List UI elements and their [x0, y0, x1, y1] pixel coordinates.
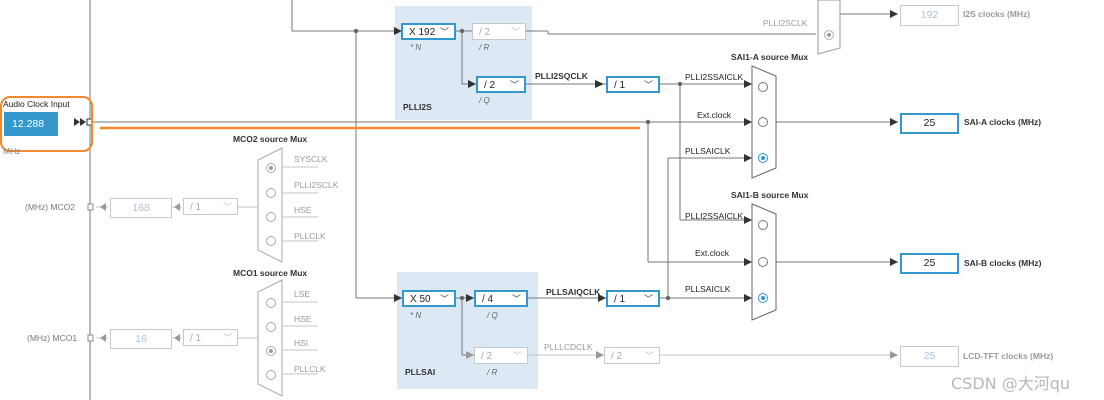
sai-a-clocks-output: 25	[900, 113, 959, 134]
sai1a-input-ext-clock: Ext.clock	[697, 110, 732, 120]
sai1b-radio-pllsaiclk[interactable]	[758, 293, 768, 303]
mco2-radio-pllclk[interactable]	[266, 236, 276, 246]
mco1-label: (MHz) MCO1	[27, 333, 78, 343]
plli2s-q-select[interactable]: / 2﹀	[476, 76, 526, 93]
sai1b-input-plli2ssaiclk: PLLI2SSAICLK	[685, 211, 744, 221]
plli2sq-div-select[interactable]: / 1﹀	[606, 76, 660, 93]
mco2-input-plli2sclk: PLLI2SCLK	[294, 180, 339, 190]
plli2sqclk-label: PLLI2SQCLK	[535, 71, 588, 81]
mco1-input-pllclk: PLLCLK	[294, 364, 326, 374]
mco1-div-select[interactable]: / 1﹀	[183, 329, 238, 346]
chevron-down-icon: ﹀	[643, 80, 653, 90]
pllcdclk-label: PLLLCDCLK	[544, 342, 593, 352]
mco1-radio-lse[interactable]	[266, 298, 276, 308]
mco1-input-hse: HSE	[294, 314, 312, 324]
plli2s-r-caption: / R	[479, 43, 490, 52]
sai1b-radio-plli2ssaiclk[interactable]	[758, 220, 768, 230]
mco1-radio-hse[interactable]	[266, 322, 276, 332]
mco2-label: (MHz) MCO2	[25, 202, 76, 212]
sai1b-radio-ext-clock[interactable]	[758, 257, 768, 267]
plli2s-n-select[interactable]: X 192﹀	[401, 23, 456, 40]
mco2-output: 168	[110, 198, 172, 218]
i2s-clocks-output: 192	[900, 5, 959, 26]
mco1-mux-shape	[257, 279, 283, 397]
mco2-radio-plli2sclk[interactable]	[266, 188, 276, 198]
sai1a-radio-pllsaiclk[interactable]	[758, 153, 768, 163]
plli2sclk-label: PLLI2SCLK	[763, 18, 808, 28]
pllsaiqclk-label: PLLSAIQCLK	[546, 287, 601, 297]
sai1a-radio-ext-clock[interactable]	[758, 117, 768, 127]
pllsai-lcd-div-select[interactable]: / 2﹀	[604, 347, 660, 364]
chevron-down-icon: ﹀	[643, 294, 653, 304]
i2s-mux-radio[interactable]	[824, 30, 834, 40]
mco1-radio-pllclk[interactable]	[266, 370, 276, 380]
pllsai-r-select[interactable]: / 2﹀	[474, 347, 528, 364]
plli2s-label: PLLI2S	[403, 102, 432, 112]
chevron-down-icon: ﹀	[511, 294, 521, 304]
sai1b-input-ext-clock: Ext.clock	[695, 248, 730, 258]
sai1a-input-pllsaiclk: PLLSAICLK	[685, 146, 731, 156]
pllsai-n-caption: * N	[410, 311, 422, 320]
mco2-div-select[interactable]: / 1﹀	[183, 198, 238, 215]
mco1-radio-hsi[interactable]	[266, 346, 276, 356]
sai1b-mux-title: SAI1-B source Mux	[731, 190, 809, 200]
plli2s-q-caption: / Q	[479, 96, 490, 105]
mco2-mux-title: MCO2 source Mux	[233, 134, 308, 144]
sai1b-input-pllsaiclk: PLLSAICLK	[685, 284, 731, 294]
lcd-tft-clocks-output: 25	[900, 346, 959, 367]
mco2-mux-shape	[257, 147, 283, 263]
audio-clock-unit: MHz	[3, 146, 21, 156]
sai-a-clocks-label: SAI-A clocks (MHz)	[964, 117, 1042, 127]
i2s-clocks-label: I2S clocks (MHz)	[963, 9, 1031, 19]
mco1-mux-title: MCO1 source Mux	[233, 268, 308, 278]
mco2-input-sysclk: SYSCLK	[294, 154, 328, 164]
pllsai-n-select[interactable]: X 50﹀	[402, 290, 456, 307]
sai1a-input-plli2ssaiclk: PLLI2SSAICLK	[685, 72, 744, 82]
lcd-tft-clocks-label: LCD-TFT clocks (MHz)	[963, 351, 1054, 361]
pllsai-r-caption: / R	[487, 368, 498, 377]
sai1a-mux-title: SAI1-A source Mux	[731, 52, 809, 62]
chevron-down-icon: ﹀	[510, 27, 520, 37]
pllsai-q-select[interactable]: / 4﹀	[474, 290, 528, 307]
watermark: CSDN @大河qu	[951, 374, 1071, 393]
chevron-down-icon: ﹀	[509, 80, 519, 90]
mco2-radio-sysclk[interactable]	[266, 163, 276, 173]
mco1-input-hsi: HSI	[294, 338, 309, 348]
mco2-radio-hse[interactable]	[266, 212, 276, 222]
sai-b-clocks-output: 25	[900, 253, 959, 274]
chevron-down-icon: ﹀	[439, 294, 449, 304]
audio-clock-input-field[interactable]: 12.288	[4, 112, 58, 136]
mco2-input-hse: HSE	[294, 205, 312, 215]
sai1a-radio-plli2ssaiclk[interactable]	[758, 82, 768, 92]
chevron-down-icon: ﹀	[512, 351, 522, 361]
pllsai-label: PLLSAI	[405, 367, 436, 377]
mco2-input-pllclk: PLLCLK	[294, 231, 326, 241]
chevron-down-icon: ﹀	[644, 351, 654, 361]
chevron-down-icon: ﹀	[222, 333, 232, 343]
mco1-output: 16	[110, 329, 172, 349]
pllsai-q-caption: / Q	[487, 311, 498, 320]
chevron-down-icon: ﹀	[222, 202, 232, 212]
audio-clock-highlight	[0, 96, 93, 152]
pllsaiq-div-select[interactable]: / 1﹀	[606, 290, 660, 307]
mco1-input-lse: LSE	[294, 289, 311, 299]
i2s-mux-shape	[817, 0, 841, 55]
audio-clock-title: Audio Clock Input	[3, 99, 70, 109]
sai-b-clocks-label: SAI-B clocks (MHz)	[964, 258, 1042, 268]
plli2s-n-caption: * N	[410, 43, 422, 52]
plli2s-r-select[interactable]: / 2﹀	[472, 23, 526, 40]
chevron-down-icon: ﹀	[439, 27, 449, 37]
